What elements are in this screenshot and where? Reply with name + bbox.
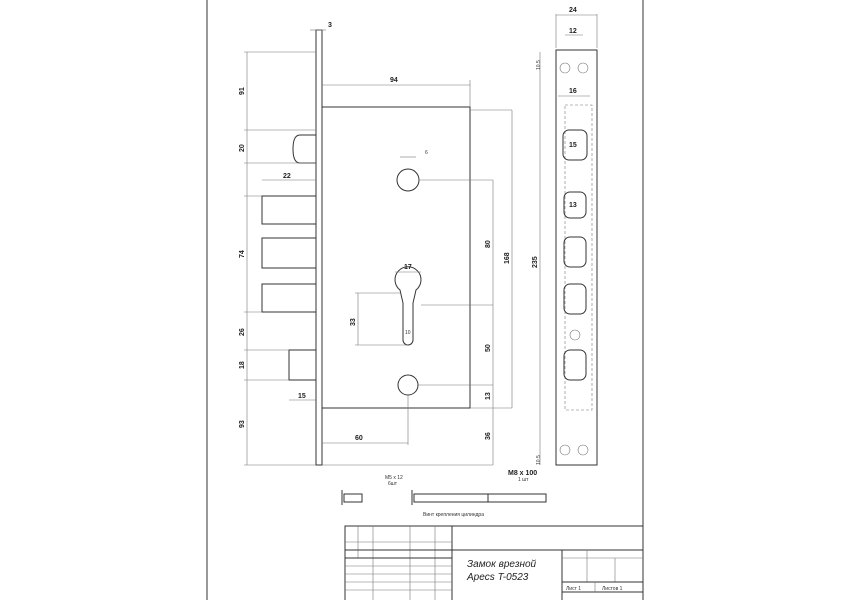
lower-hole xyxy=(397,374,419,396)
dim-hole-to-cyl: 80 xyxy=(485,240,492,248)
dim-latch-height: 20 xyxy=(239,144,246,152)
short-screw xyxy=(341,490,363,505)
dim-slot-b: 13 xyxy=(569,202,577,209)
spindle-hole xyxy=(396,168,420,192)
sheet-count: Листов 1 xyxy=(602,586,623,592)
dim-strike-width: 24 xyxy=(569,7,577,14)
long-screw-qty: 1 шт xyxy=(518,477,529,483)
lock-faceplate xyxy=(315,29,323,466)
dim-cyl-to-bottom: 36 xyxy=(485,432,492,440)
dimension-lines xyxy=(244,29,513,466)
dim-spindle-hole: 6 xyxy=(425,150,428,156)
long-screw xyxy=(411,490,547,505)
strike-plate xyxy=(539,14,598,466)
latch xyxy=(292,134,316,164)
dim-strike-length: 235 xyxy=(532,256,539,268)
dim-slot-a: 15 xyxy=(569,142,577,149)
dim-plate-thickness: 3 xyxy=(328,22,332,29)
dim-edge-bottom: 10.5 xyxy=(536,455,542,465)
dim-bolt-gap: 26 xyxy=(239,328,246,336)
dim-body-width: 94 xyxy=(390,77,398,84)
dim-top-offset: 91 xyxy=(239,87,246,95)
dim-edge-top: 10.5 xyxy=(536,60,542,70)
dim-body-height: 168 xyxy=(504,252,511,264)
deadbolt-1 xyxy=(261,195,317,225)
deadbolt-2 xyxy=(261,237,317,269)
dim-backset: 60 xyxy=(355,435,363,442)
short-screw-qty: 6шт xyxy=(388,481,398,487)
long-screw-label: M8 x 100 xyxy=(508,470,537,477)
drawing-title-line2: Apecs T-0523 xyxy=(466,572,529,583)
screw-caption: Винт крепления цилиндра xyxy=(423,512,484,518)
dim-keyhole-slot: 10 xyxy=(405,330,411,336)
lock-body xyxy=(321,106,471,409)
dim-hole-offset: 13 xyxy=(485,392,492,400)
dim-keyhole-width: 17 xyxy=(404,264,412,271)
dim-cyl-to-hole: 50 xyxy=(485,344,492,352)
title-block xyxy=(344,525,644,600)
sheet-number: Лист 1 xyxy=(566,586,581,592)
night-latch xyxy=(288,349,317,381)
dim-keyhole-height: 33 xyxy=(350,318,357,326)
dim-bolt-length: 22 xyxy=(283,173,291,180)
cylinder-keyhole xyxy=(394,266,422,346)
dim-strike-holes: 12 xyxy=(569,28,577,35)
dim-small-bolt-len: 15 xyxy=(298,393,306,400)
dim-strike-inner: 16 xyxy=(569,88,577,95)
deadbolt-3 xyxy=(261,283,317,313)
short-screw-label: M5 x 12 xyxy=(385,475,403,481)
dim-small-bolt: 18 xyxy=(239,361,246,369)
dim-bolt-span: 74 xyxy=(239,250,246,258)
dim-bottom-offset: 93 xyxy=(239,420,246,428)
drawing-title-line1: Замок врезной xyxy=(467,559,537,570)
